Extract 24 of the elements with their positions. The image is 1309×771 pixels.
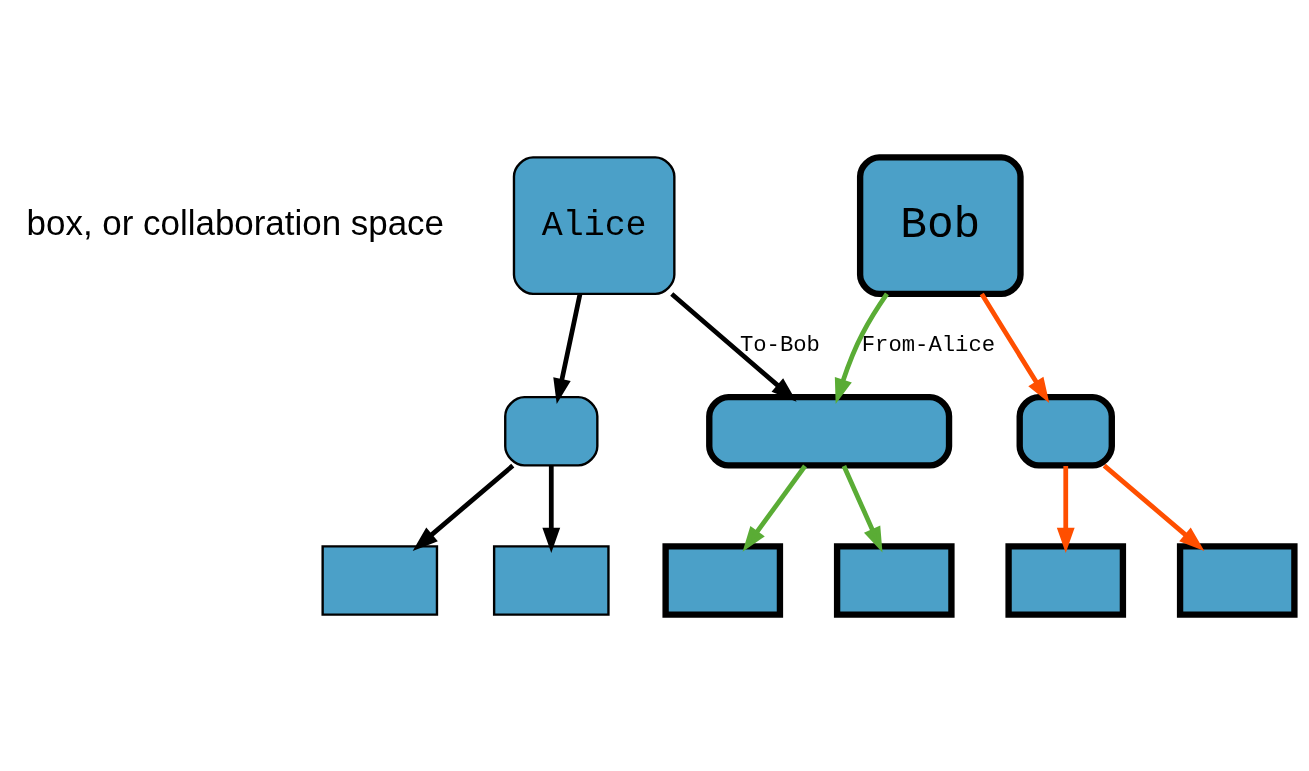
node-box	[706, 393, 953, 469]
arrow	[1056, 465, 1075, 553]
arrow	[979, 292, 1050, 403]
arrow	[841, 464, 883, 552]
node-box	[1005, 542, 1127, 618]
node-box	[1176, 542, 1298, 618]
node-box	[833, 542, 955, 618]
node-box: Alice	[512, 155, 676, 295]
node-box	[504, 395, 599, 467]
arrow	[542, 465, 561, 553]
arrow	[834, 292, 889, 404]
edge-label: To-Bob	[739, 332, 820, 358]
node-box	[321, 544, 439, 616]
node-box: Bob	[856, 153, 1024, 297]
node-box	[1016, 393, 1115, 469]
label: box, or collaboration space	[26, 202, 444, 242]
node-box	[492, 544, 610, 616]
arrow	[1102, 463, 1205, 551]
arrow	[670, 291, 797, 402]
arrow	[412, 463, 515, 551]
arrow	[553, 293, 583, 404]
arrow	[742, 464, 807, 552]
node-box	[662, 542, 784, 618]
edge-label: From-Alice	[861, 332, 996, 358]
